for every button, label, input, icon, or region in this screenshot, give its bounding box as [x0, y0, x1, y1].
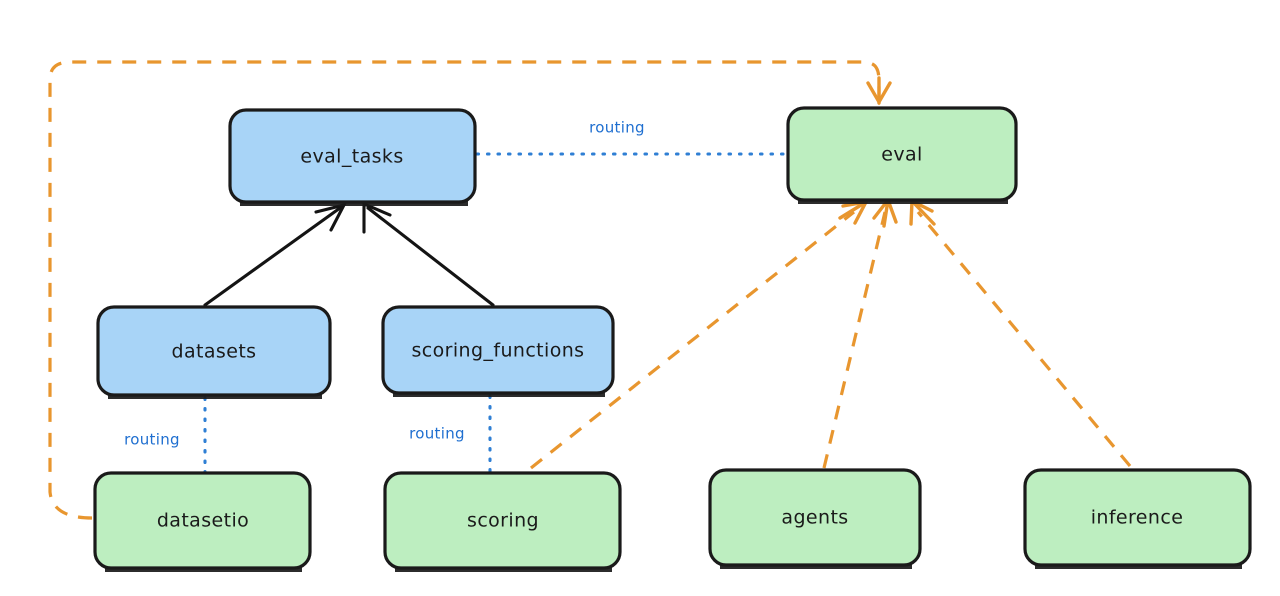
node-eval[interactable]: eval: [786, 106, 1018, 204]
node-eval-label: eval: [881, 144, 922, 166]
edge-label-routing-scoringfn-scoring: routing: [409, 425, 465, 443]
edge-datasets-eval_tasks: [203, 202, 347, 307]
node-datasets-shape: [96, 305, 332, 397]
node-scoring_functions[interactable]: scoring_functions: [381, 305, 615, 397]
node-datasetio[interactable]: datasetio: [93, 471, 312, 572]
node-inference[interactable]: inference: [1023, 468, 1252, 569]
node-eval_tasks[interactable]: eval_tasks: [228, 108, 477, 206]
edge-agents-eval: [822, 196, 898, 469]
node-datasets-label: datasets: [172, 341, 257, 363]
node-scoring-shape: [383, 471, 622, 570]
node-inference-label: inference: [1091, 507, 1184, 529]
node-agents[interactable]: agents: [708, 468, 922, 569]
node-scoring-label: scoring: [467, 510, 539, 532]
edge-inference-eval: [909, 198, 1132, 468]
node-datasets[interactable]: datasets: [96, 305, 332, 399]
node-datasetio-label: datasetio: [157, 510, 249, 532]
node-scoring_functions-shape: [381, 305, 615, 395]
node-agents-label: agents: [781, 507, 848, 529]
node-scoring_functions-label: scoring_functions: [412, 340, 585, 362]
node-datasetio-shape: [93, 471, 312, 570]
edge-scoringfn-eval_tasks: [362, 201, 495, 307]
node-eval-shape: [786, 106, 1018, 202]
node-scoring[interactable]: scoring: [383, 471, 622, 572]
node-agents-shape: [708, 468, 922, 567]
edge-label-routing-datasets-datasetio: routing: [124, 431, 180, 449]
node-inference-shape: [1023, 468, 1252, 567]
node-eval_tasks-shape: [228, 108, 477, 204]
edge-datasetio-eval: [48, 60, 892, 520]
edge-label-routing-eval_tasks-eval: routing: [589, 119, 645, 137]
node-eval_tasks-label: eval_tasks: [300, 146, 403, 168]
